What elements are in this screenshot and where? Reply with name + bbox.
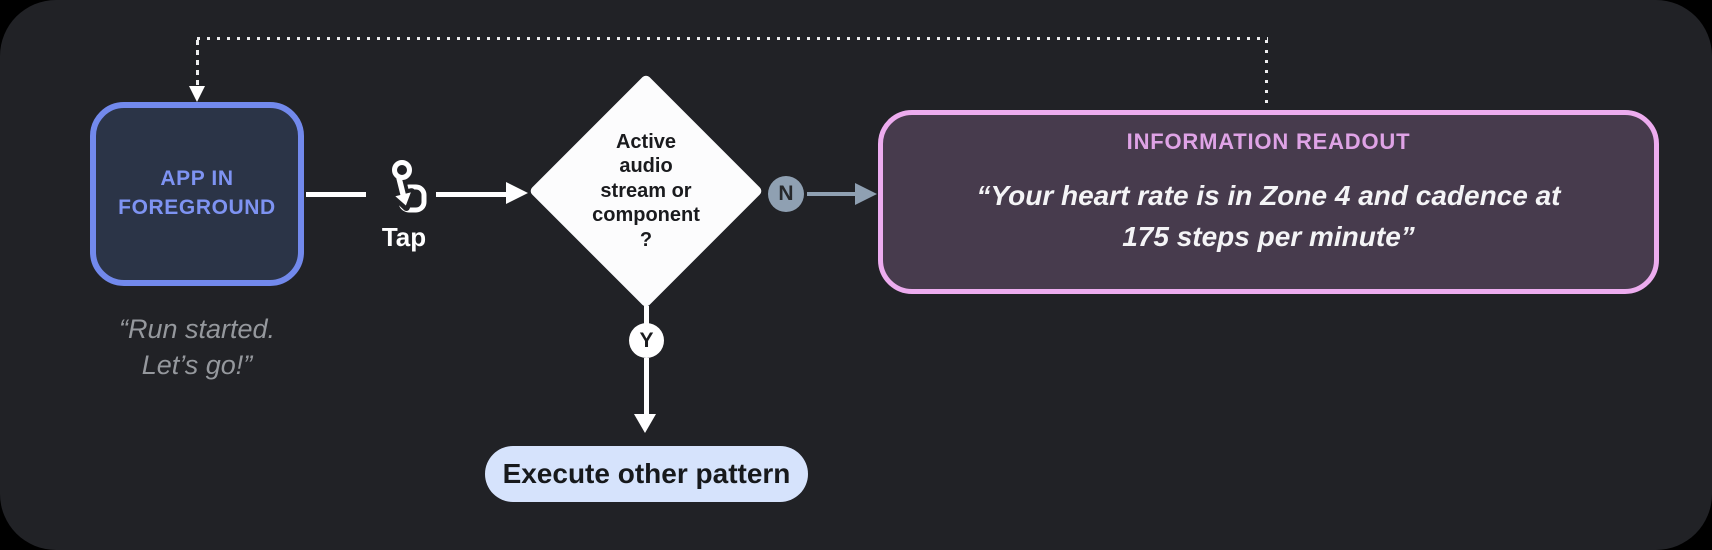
- feedback-loop-arrowhead-icon: [189, 86, 205, 102]
- tap-gesture-icon: [380, 160, 428, 223]
- information-readout-body: “Your heart rate is in Zone 4 and cadenc…: [976, 180, 1561, 252]
- connector-yes-arrowhead-icon: [634, 414, 656, 433]
- tap-label: Tap: [381, 222, 427, 252]
- connector-tap-arrowhead-icon: [506, 182, 528, 204]
- branch-yes-badge: Y: [629, 323, 664, 358]
- connector-no-to-info: [807, 192, 857, 196]
- decision-label: Active audio stream or component ?: [592, 131, 700, 251]
- feedback-loop-dashed-line-left: [196, 40, 199, 86]
- connector-decision-to-yes: [644, 306, 649, 324]
- feedback-loop-dotted-line-right: [1265, 40, 1268, 109]
- app-node-caption: “Run started. Let’s go!”: [118, 314, 276, 380]
- connector-no-arrowhead-icon: [855, 183, 877, 205]
- connector-app-to-tap: [306, 192, 366, 197]
- branch-no-badge: N: [768, 176, 804, 212]
- feedback-loop-dotted-line-horizontal: [197, 37, 1268, 40]
- connector-tap-to-decision: [436, 192, 508, 197]
- connector-yes-to-action: [644, 358, 649, 415]
- execute-other-pattern-node: Execute other pattern: [485, 446, 808, 502]
- information-readout-title: INFORMATION READOUT: [1126, 129, 1411, 154]
- app-in-foreground-node: APP IN FOREGROUND: [90, 102, 304, 286]
- information-readout-node: INFORMATION READOUT “Your heart rate is …: [878, 110, 1659, 294]
